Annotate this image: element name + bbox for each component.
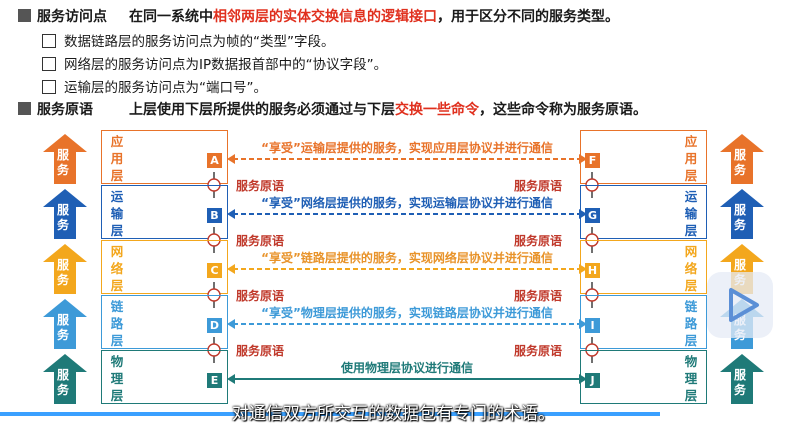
- up-arrow-icon: [720, 189, 764, 239]
- service-up-arrow-left: 服务: [43, 189, 87, 239]
- up-arrow-icon: [43, 134, 87, 184]
- up-arrow-icon: [720, 134, 764, 184]
- primitive-line: 服务原语 上层使用下层所提供的服务必须通过与下层交换一些命令，这些命令称为服务原语…: [18, 99, 647, 119]
- layer-box-right-3: 链路层 I: [580, 295, 707, 349]
- checkbox-icon: [42, 57, 56, 71]
- service-arrow-label: 服务: [734, 368, 747, 397]
- layer-entity-letter: B: [207, 208, 222, 223]
- checkbox-icon: [42, 34, 56, 48]
- primitive-title: 服务原语: [37, 102, 93, 118]
- peer-message: “享受”网络层提供的服务，实现运输层协议并进行通信: [261, 196, 553, 210]
- layer-entity-letter: H: [585, 263, 600, 278]
- service-up-arrow-left: 服务: [43, 354, 87, 404]
- peer-communication-arrow: [227, 374, 587, 384]
- layer-entity-letter: A: [207, 153, 222, 168]
- service-primitive-label: 服务原语: [236, 289, 285, 303]
- up-arrow-icon: [43, 354, 87, 404]
- layer-entity-letter: C: [207, 263, 222, 278]
- sub-item-text: 数据链路层的服务访问点为帧的“类型”字段。: [64, 34, 335, 50]
- sub-item-0: 数据链路层的服务访问点为帧的“类型”字段。: [42, 30, 335, 50]
- sub-item-text: 运输层的服务访问点为“端口号”。: [64, 80, 267, 96]
- layer-name: 应用层: [110, 134, 124, 183]
- up-arrow-icon: [720, 354, 764, 404]
- peer-communication-arrow: [227, 264, 587, 274]
- layer-name: 网络层: [684, 244, 698, 293]
- service-primitive-label: 服务原语: [236, 234, 285, 248]
- layer-entity-letter: E: [207, 373, 222, 388]
- layer-box-right-0: 应用层 F: [580, 130, 707, 184]
- up-arrow-icon: [43, 299, 87, 349]
- layer-box-right-4: 物理层 J: [580, 350, 707, 404]
- service-arrow-label: 服务: [734, 203, 747, 232]
- subtitle-caption: 对通信双方所交互的数据包有专门的术语。: [0, 401, 787, 424]
- access-point-suffix: ，用于区分不同的服务类型。: [437, 9, 619, 25]
- caption-underline: [0, 412, 660, 416]
- peer-communication-arrow: [227, 154, 587, 164]
- sub-item-2: 运输层的服务访问点为“端口号”。: [42, 76, 267, 96]
- service-arrow-label: 服务: [734, 148, 747, 177]
- bullet-square-icon: [18, 9, 31, 22]
- caption-text: 对通信双方所交互的数据包有专门的术语。: [232, 404, 555, 424]
- layer-name: 运输层: [684, 189, 698, 238]
- sub-item-text: 网络层的服务访问点为IP数据报首部中的“协议字段”。: [64, 57, 388, 73]
- service-up-arrow-right: 服务: [720, 134, 764, 184]
- layer-entity-letter: D: [207, 318, 222, 333]
- service-arrow-label: 服务: [57, 258, 70, 287]
- primitive-highlight: 交换一些命令: [395, 102, 479, 118]
- service-up-arrow-left: 服务: [43, 299, 87, 349]
- peer-communication-arrow: [227, 209, 587, 219]
- service-primitive-label: 服务原语: [514, 344, 563, 358]
- peer-message: “享受”运输层提供的服务，实现应用层协议并进行通信: [261, 141, 553, 155]
- peer-message: 使用物理层协议进行通信: [340, 361, 473, 375]
- peer-message: “享受”链路层提供的服务，实现网络层协议并进行通信: [261, 251, 553, 265]
- service-arrow-label: 服务: [57, 148, 70, 177]
- service-primitive-label: 服务原语: [514, 289, 563, 303]
- sub-item-1: 网络层的服务访问点为IP数据报首部中的“协议字段”。: [42, 53, 387, 73]
- play-button[interactable]: [707, 272, 773, 338]
- peer-message: “享受”物理层提供的服务，实现链路层协议并进行通信: [261, 306, 553, 320]
- service-primitive-label: 服务原语: [236, 344, 285, 358]
- layer-box-left-3: 链路层 D: [101, 295, 228, 349]
- checkbox-icon: [42, 80, 56, 94]
- primitive-suffix: ，这些命令称为服务原语。: [479, 102, 647, 118]
- layer-entity-letter: F: [585, 153, 600, 168]
- layer-entity-letter: G: [585, 208, 600, 223]
- access-point-highlight: 相邻两层的实体交换信息的逻辑接口: [213, 9, 437, 25]
- layer-name: 网络层: [110, 244, 124, 293]
- service-up-arrow-right: 服务: [720, 354, 764, 404]
- bullet-square-icon: [18, 102, 31, 115]
- service-arrow-label: 服务: [57, 203, 70, 232]
- layer-entity-letter: J: [585, 373, 600, 388]
- up-arrow-icon: [43, 189, 87, 239]
- layer-name: 物理层: [684, 354, 698, 403]
- primitive-prefix: 上层使用下层所提供的服务必须通过与下层: [129, 102, 395, 118]
- layer-box-left-2: 网络层 C: [101, 240, 228, 294]
- service-up-arrow-right: 服务: [720, 189, 764, 239]
- play-icon: [729, 288, 759, 322]
- service-arrow-label: 服务: [57, 313, 70, 342]
- layer-name: 物理层: [110, 354, 124, 403]
- access-point-title: 服务访问点: [37, 9, 107, 25]
- layer-box-left-0: 应用层 A: [101, 130, 228, 184]
- layer-name: 运输层: [110, 189, 124, 238]
- service-up-arrow-left: 服务: [43, 134, 87, 184]
- up-arrow-icon: [43, 244, 87, 294]
- service-arrow-label: 服务: [57, 368, 70, 397]
- layer-entity-letter: I: [585, 318, 600, 333]
- service-primitive-label: 服务原语: [236, 179, 285, 193]
- layer-box-left-1: 运输层 B: [101, 185, 228, 239]
- layer-name: 链路层: [684, 299, 698, 348]
- service-primitive-label: 服务原语: [514, 179, 563, 193]
- layer-name: 应用层: [684, 134, 698, 183]
- peer-communication-arrow: [227, 319, 587, 329]
- service-primitive-label: 服务原语: [514, 234, 563, 248]
- layer-name: 链路层: [110, 299, 124, 348]
- service-up-arrow-left: 服务: [43, 244, 87, 294]
- access-point-prefix: 在同一系统中: [129, 9, 213, 25]
- access-point-line: 服务访问点 在同一系统中相邻两层的实体交换信息的逻辑接口，用于区分不同的服务类型。: [18, 6, 619, 26]
- layer-box-left-4: 物理层 E: [101, 350, 228, 404]
- layer-box-right-1: 运输层 G: [580, 185, 707, 239]
